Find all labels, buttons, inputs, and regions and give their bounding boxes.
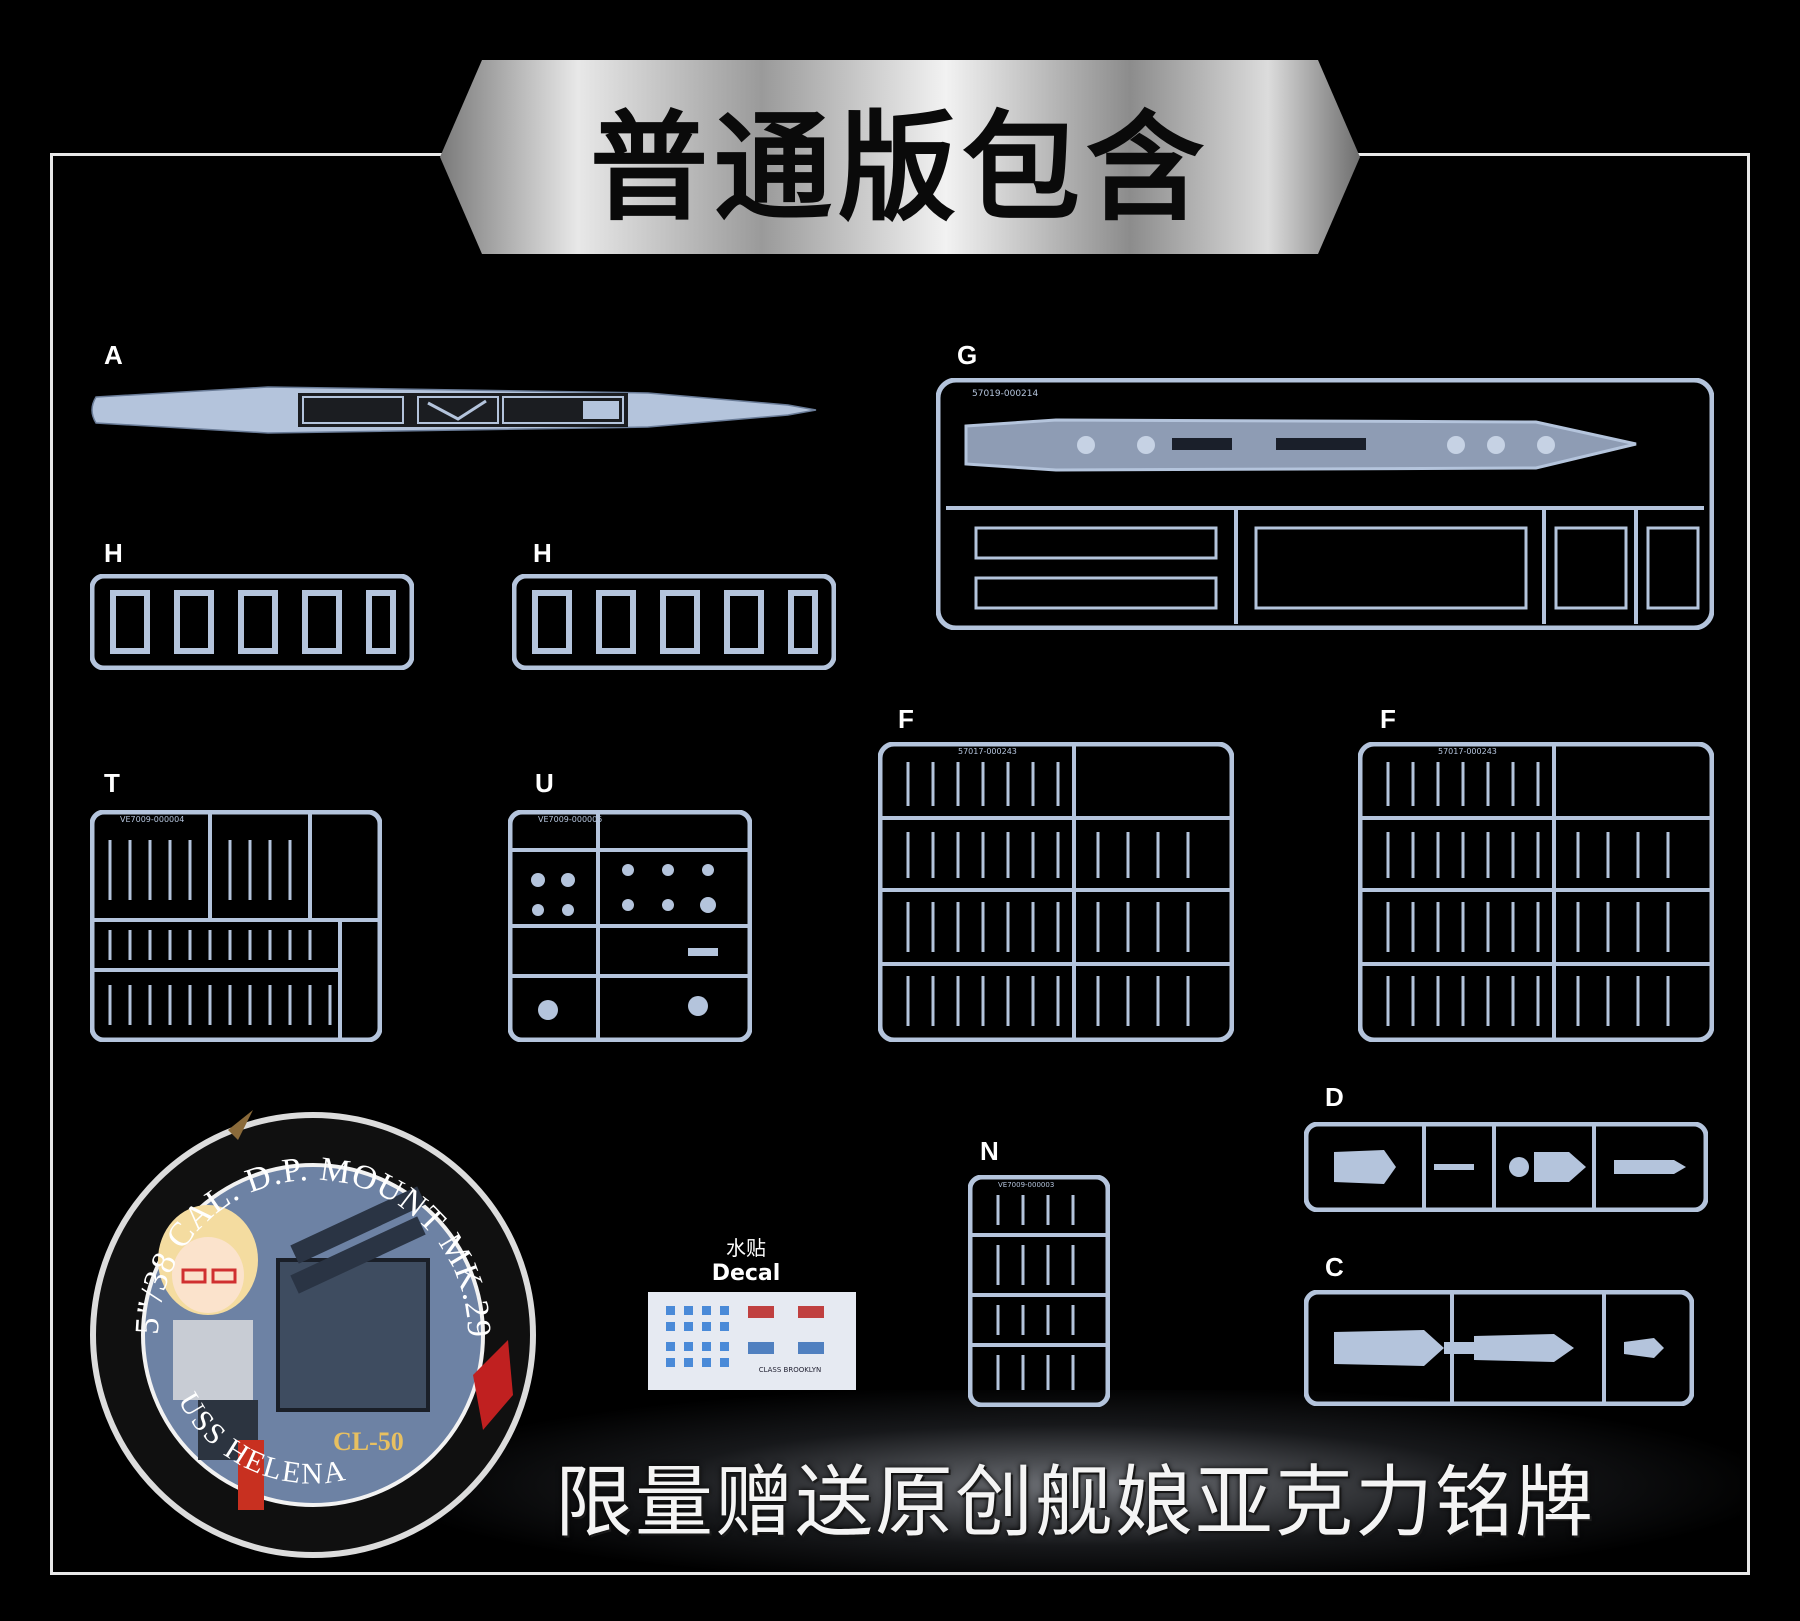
sprue-g: 57019-000214 <box>936 378 1714 630</box>
sprue-a-hull <box>88 375 818 445</box>
decal-label-en: Decal <box>711 1261 781 1286</box>
acrylic-badge: 5"/38 CAL. D.P. MOUNT MK.29 USS HELENA C… <box>88 1110 538 1560</box>
sprue-d <box>1304 1122 1708 1212</box>
title-banner: 普通版包含 <box>440 60 1360 254</box>
decal-sheet: CLASS BROOKLYN <box>648 1292 856 1390</box>
character-illustration <box>158 1110 264 1510</box>
sprue-label-h2: H <box>533 538 552 568</box>
sprue-c <box>1304 1290 1694 1406</box>
sprue-n-code: VE7009-000003 <box>998 1181 1054 1189</box>
sprue-f2-code: 57017-000243 <box>1438 747 1497 756</box>
promo-glow <box>420 1390 1740 1580</box>
sprue-g-code: 57019-000214 <box>972 389 1039 399</box>
sprue-label-f1: F <box>898 704 914 734</box>
gun-mount-shape <box>276 1258 430 1412</box>
sprue-label-t: T <box>104 768 120 798</box>
sprue-label-d: D <box>1325 1082 1344 1112</box>
decal-label-zh: 水贴 <box>726 1236 766 1260</box>
sprue-t: VE7009-000004 <box>90 810 382 1042</box>
promo-text: 限量赠送原创舰娘亚克力铭牌 <box>555 1458 1596 1548</box>
sprue-label-a: A <box>104 340 123 370</box>
decal-block: 水贴 Decal CLASS BROOKLYN <box>648 1232 856 1390</box>
sprue-h2 <box>512 574 836 670</box>
sprue-label-u: U <box>535 768 554 798</box>
banner-plate <box>440 60 1360 254</box>
sprue-label-h1: H <box>104 538 123 568</box>
sprue-u-code: VE7009-000005 <box>538 815 602 824</box>
decal-brand: CLASS BROOKLYN <box>759 1366 822 1374</box>
sprue-label-c: C <box>1325 1252 1344 1282</box>
sprue-t-code: VE7009-000004 <box>120 815 184 824</box>
sprue-label-f2: F <box>1380 704 1396 734</box>
badge-hull-number: CL-50 <box>333 1427 404 1456</box>
sprue-h1 <box>90 574 414 670</box>
banner-title: 普通版包含 <box>589 98 1210 237</box>
sprue-f2: 57017-000243 <box>1358 742 1714 1042</box>
sprue-f1: 57017-000243 <box>878 742 1234 1042</box>
sprue-label-g: G <box>957 340 978 370</box>
sprue-label-n: N <box>980 1136 999 1166</box>
sprue-u: VE7009-000005 <box>508 810 752 1042</box>
sprue-f1-code: 57017-000243 <box>958 747 1017 756</box>
sprue-n: VE7009-000003 <box>968 1175 1110 1407</box>
